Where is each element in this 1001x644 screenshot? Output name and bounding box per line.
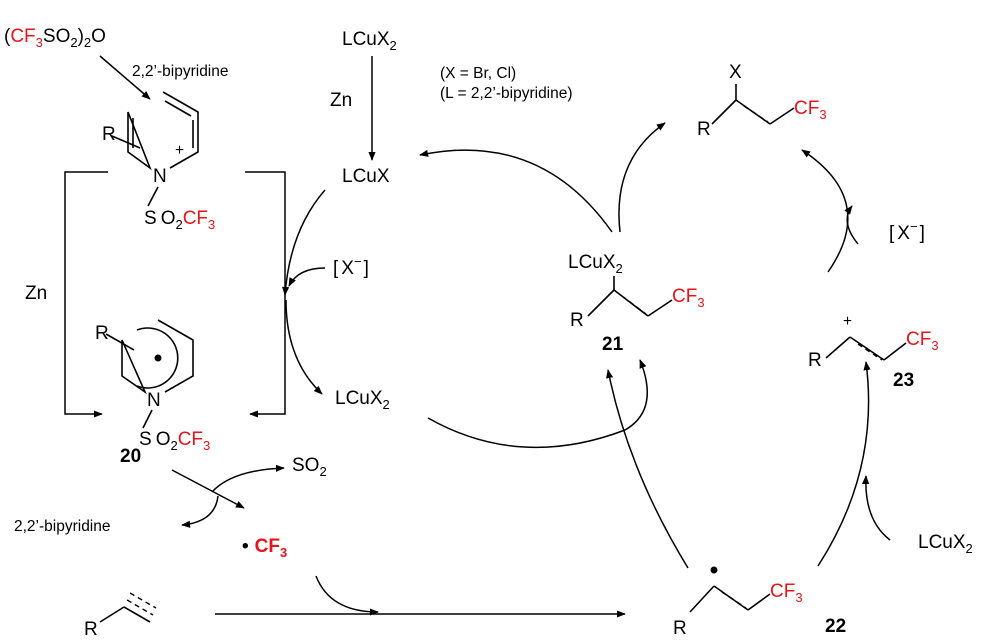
- alkyne-r: R: [84, 619, 98, 640]
- arrow-bipyridine-release: [181, 495, 219, 528]
- cu-dihalide-bottom-right: LCuX2: [918, 532, 973, 556]
- arrow-21-to-lcux: [419, 149, 613, 233]
- product-cf3-bond: [769, 107, 795, 125]
- salt-ns-bond: [147, 186, 159, 207]
- salt-plus: +: [175, 142, 184, 159]
- radical-n: N: [147, 390, 161, 411]
- bipyridine-label-top: 2,2’-bipyridine: [132, 63, 229, 80]
- zn-bracket-left: [64, 171, 108, 418]
- halide-anion-right: [X−]: [889, 219, 925, 244]
- radical-delocalization-arc: [136, 327, 179, 389]
- salt-r: R: [102, 124, 116, 145]
- halide-definition: (X = Br, Cl): [440, 65, 516, 82]
- arrow-21-to-product: [618, 122, 666, 233]
- zinc-label-top: Zn: [330, 90, 352, 111]
- compound-label-22: 22: [825, 616, 846, 637]
- cpd23-double-dash: [857, 343, 883, 361]
- cpd21-r-bond: [587, 289, 615, 317]
- alkyne-r-bond: [99, 606, 125, 623]
- cpd22-cf3: CF3: [770, 581, 803, 605]
- compound-label-21: 21: [602, 334, 624, 355]
- cpd22-radical-dot: [710, 566, 718, 574]
- ligand-definition: (L = 2,2’-bipyridine): [440, 85, 573, 102]
- cf3-radical: •CF3: [242, 536, 287, 560]
- cpd22-double-dash: [721, 591, 747, 609]
- pyridinium-ring: [127, 91, 199, 171]
- arrow-anhydride-to-salt: [99, 55, 151, 100]
- arrow-so2-release: [211, 464, 285, 493]
- cpd23-r: R: [808, 350, 822, 371]
- radical-dot-20: [154, 354, 162, 362]
- radical-ns-bond: [142, 409, 153, 429]
- arrow-lcux2-to-21: [427, 359, 648, 449]
- arrow-22-to-21: [606, 369, 689, 569]
- alkyne-triple-bond: [123, 606, 151, 623]
- cu-monohalide: LCuX: [342, 166, 390, 187]
- arrow-x-minus-right: [844, 205, 859, 245]
- cpd22-r: R: [673, 618, 687, 639]
- cu-dihalide-mid: LCuX2: [335, 388, 390, 412]
- radical-ring: [121, 319, 194, 395]
- product-cf3: CF3: [794, 98, 827, 122]
- cpd22-cf3-bond: [747, 593, 771, 611]
- cpd23-cf3-bond: [883, 342, 907, 361]
- cpd22-r-bond: [689, 585, 715, 613]
- arrow-23-to-product: [801, 149, 849, 273]
- cpd21-cu: LCuX2: [568, 252, 623, 276]
- arrow-lcux2-right: [862, 475, 891, 541]
- compound-label-20: 20: [120, 446, 141, 467]
- compound-label-23: 23: [893, 370, 914, 391]
- product-x: X: [729, 62, 742, 83]
- cpd23-r-bond: [825, 336, 851, 359]
- cpd23-cf3: CF3: [906, 329, 939, 353]
- arrow-fragmentation: [171, 469, 245, 509]
- arrow-cf3-addition: [315, 575, 379, 616]
- product-double-dash: [743, 105, 769, 123]
- halide-anion-left: [X−]: [333, 254, 369, 279]
- arrow-x-minus-left: [288, 267, 326, 287]
- cpd21-cf3-bond: [647, 299, 673, 317]
- vinyl-halide-product: X R CF3: [697, 62, 827, 140]
- cu-dihalide-top: LCuX2: [342, 29, 397, 53]
- vinyl-copper-21: LCuX2 R CF3 21: [568, 252, 705, 355]
- salt-n: N: [153, 166, 167, 187]
- radical-r-bond: [105, 333, 135, 351]
- product-r-bond: [711, 99, 737, 125]
- triflic-anhydride: (CF3SO2)2O: [4, 26, 106, 50]
- arrow-22-to-23: [817, 361, 871, 567]
- cycle-bracket-right: [245, 171, 286, 418]
- product-r: R: [697, 119, 711, 140]
- cpd23-double-bond: [849, 336, 885, 361]
- cpd21-r: R: [570, 310, 584, 331]
- alkyne: R: [84, 592, 157, 640]
- zinc-label-left: Zn: [25, 283, 47, 304]
- pyridinium-inner-bonds: [132, 100, 194, 148]
- cpd21-double-dash: [621, 295, 647, 315]
- arrow-to-lcux2: [285, 299, 323, 395]
- bipyridine-label-bottom: 2,2’-bipyridine: [14, 518, 111, 535]
- cpd23-plus: +: [843, 313, 852, 330]
- so2-label: SO2: [292, 455, 327, 479]
- salt-r-bond: [111, 135, 141, 149]
- radical-r: R: [95, 323, 109, 344]
- vinyl-cation-23: + R CF3 23: [808, 313, 939, 391]
- arrow-lcux-to-cycle: [282, 189, 326, 296]
- vinyl-radical-22: R CF3 22: [673, 566, 846, 639]
- cpd21-cf3: CF3: [672, 286, 705, 310]
